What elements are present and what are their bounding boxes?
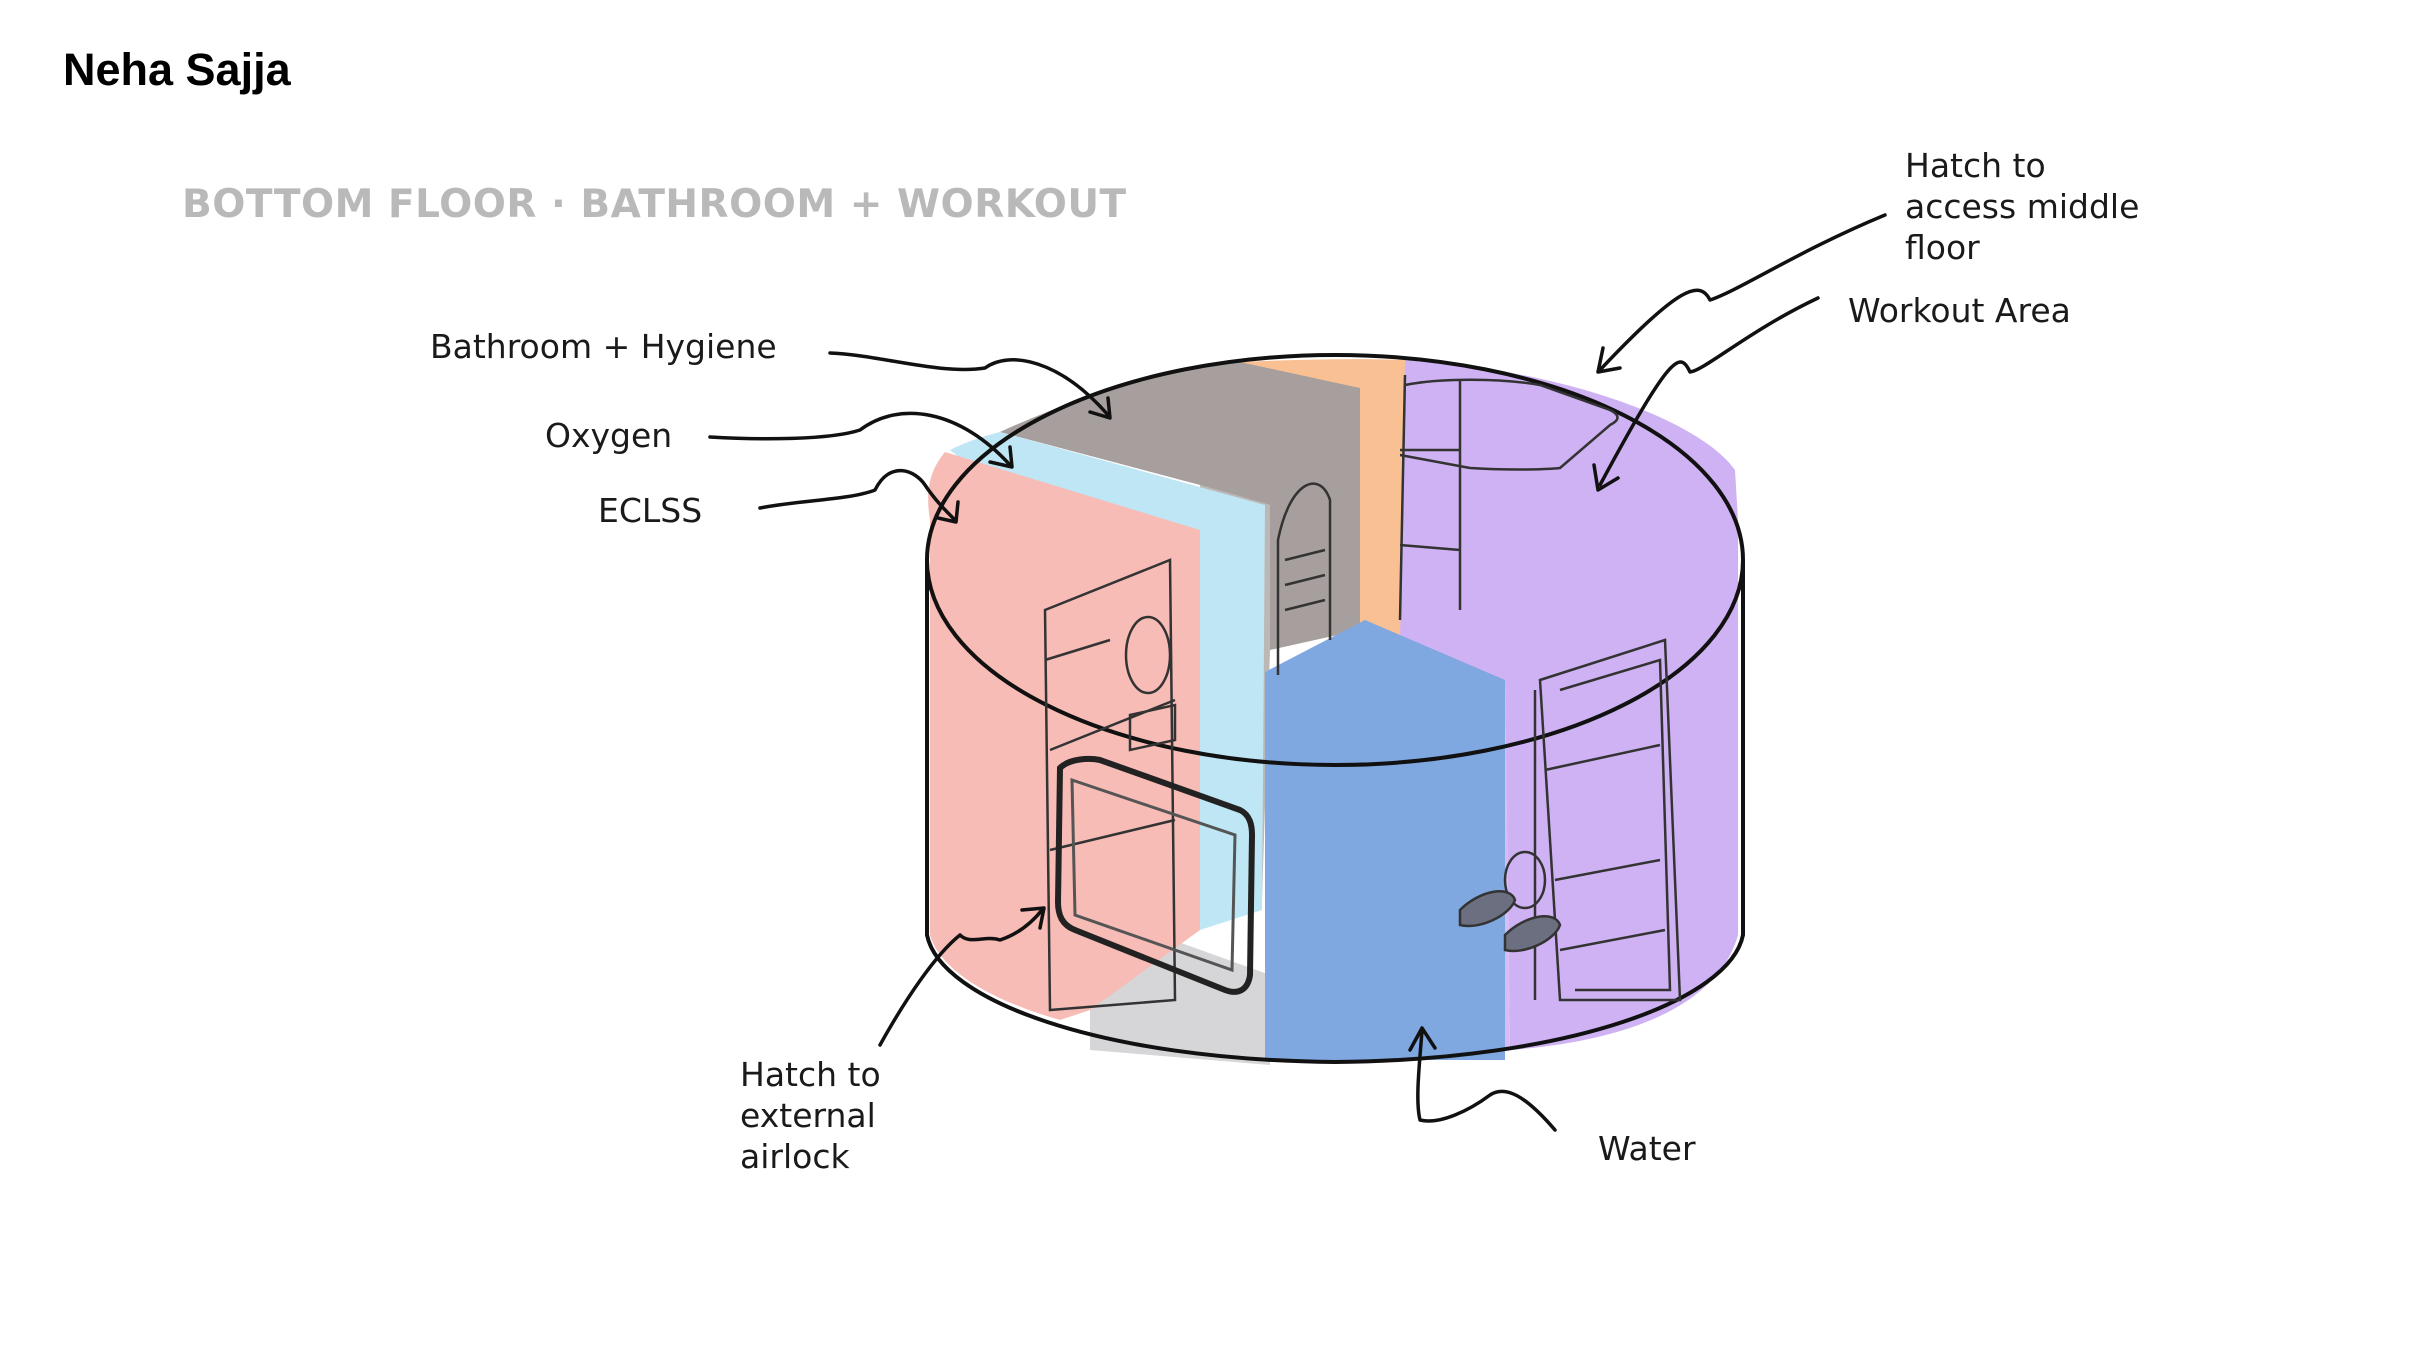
cylinder-body-outline <box>925 560 1745 1065</box>
annotation-arrows <box>708 213 1887 1132</box>
page-title: BOTTOM FLOOR · BATHROOM + WORKOUT <box>182 182 1127 227</box>
arrow-hatch-middle <box>1598 213 1887 372</box>
label-hatch-middle-floor: Hatch to access middle floor <box>1905 146 2140 267</box>
label-bathroom-hygiene: Bathroom + Hygiene <box>430 327 777 366</box>
arrow-eclss <box>758 468 957 522</box>
author-name: Neha Sajja <box>63 44 291 95</box>
workout-zone <box>1400 360 1738 1050</box>
label-workout-area: Workout Area <box>1848 291 2071 330</box>
label-water: Water <box>1598 1129 1696 1168</box>
arrow-water <box>1416 1028 1557 1132</box>
arrow-workout <box>1598 296 1820 487</box>
arrow-airlock <box>878 908 1044 1047</box>
arrow-oxygen <box>708 411 1012 467</box>
interior-sketch <box>1043 374 1682 1012</box>
label-eclss: ECLSS <box>598 491 703 530</box>
label-oxygen: Oxygen <box>545 416 673 455</box>
arrow-bathroom <box>828 351 1110 417</box>
label-hatch-external-airlock: Hatch to external airlock <box>740 1055 881 1176</box>
water-zone <box>1265 620 1505 1060</box>
eclss-zone <box>928 452 1200 1020</box>
